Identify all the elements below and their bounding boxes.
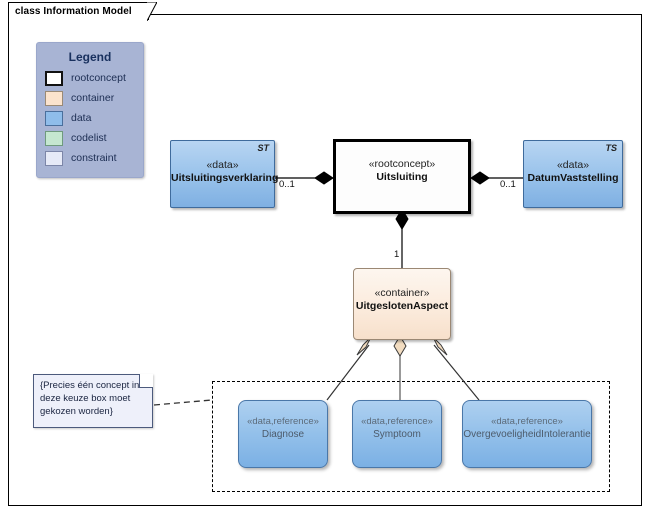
class-stereotype-uitgeslotenaspect: «container» — [374, 287, 430, 299]
multiplicity-right: 0..1 — [500, 179, 516, 190]
class-diagnose[interactable]: «data,reference» Diagnose — [238, 400, 328, 468]
legend-swatch-constraint — [45, 150, 63, 166]
choice-box — [212, 381, 610, 492]
class-tag-st: ST — [257, 143, 269, 153]
class-uitsluitingsverklaring[interactable]: ST «data» Uitsluitingsverklaring — [170, 140, 279, 208]
legend-swatch-codelist — [45, 130, 63, 146]
class-name-uitsluiting: Uitsluiting — [376, 171, 428, 183]
legend-item-constraint: constraint — [45, 149, 143, 167]
multiplicity-left: 0..1 — [279, 179, 295, 190]
class-overgevoeligheid[interactable]: «data,reference» OvergevoeligheidIntoler… — [462, 400, 592, 468]
legend-label-data: data — [71, 112, 92, 124]
class-name-datumvaststelling: DatumVaststelling — [527, 172, 619, 184]
class-tag-ts: TS — [605, 143, 617, 153]
class-uitgeslotenaspect[interactable]: «container» UitgeslotenAspect — [353, 268, 451, 340]
note-text: {Precies één concept in deze keuze box m… — [40, 380, 140, 417]
legend: Legend rootconcept container data codeli… — [36, 42, 144, 178]
legend-title: Legend — [68, 50, 112, 64]
legend-label-rootconcept: rootconcept — [71, 72, 126, 84]
class-stereotype-uitsluitingsverklaring: «data» — [206, 159, 239, 171]
diagram-title-tab: class Information Model — [8, 2, 157, 21]
class-name-symptoom: Symptoom — [373, 429, 421, 440]
constraint-note[interactable]: {Precies één concept in deze keuze box m… — [33, 374, 153, 428]
legend-item-data: data — [45, 109, 143, 127]
class-name-uitsluitingsverklaring: Uitsluitingsverklaring — [171, 172, 279, 184]
class-uitsluiting[interactable]: «rootconcept» Uitsluiting — [333, 139, 471, 214]
class-name-diagnose: Diagnose — [261, 429, 305, 440]
diagram-title: class Information Model — [15, 6, 132, 17]
legend-swatch-rootconcept — [45, 70, 63, 86]
legend-label-constraint: constraint — [71, 152, 117, 164]
multiplicity-container: 1 — [394, 249, 400, 260]
class-stereotype-symptoom: «data,reference» — [361, 416, 433, 427]
class-symptoom[interactable]: «data,reference» Symptoom — [352, 400, 442, 468]
class-stereotype-overgevoeligheid: «data,reference» — [491, 416, 563, 427]
note-fold-corner — [139, 374, 153, 388]
class-name-overgevoeligheid: OvergevoeligheidIntolerantie — [463, 429, 591, 440]
legend-swatch-container — [45, 90, 63, 106]
legend-item-codelist: codelist — [45, 129, 143, 147]
class-name-uitgeslotenaspect: UitgeslotenAspect — [355, 300, 449, 312]
legend-label-codelist: codelist — [71, 132, 107, 144]
class-stereotype-uitsluiting: «rootconcept» — [368, 158, 436, 170]
class-stereotype-diagnose: «data,reference» — [247, 416, 319, 427]
legend-label-container: container — [71, 92, 115, 104]
legend-swatch-data — [45, 110, 63, 126]
title-tab-slant — [146, 2, 157, 21]
legend-item-rootconcept: rootconcept — [45, 69, 143, 87]
class-stereotype-datumvaststelling: «data» — [556, 159, 590, 171]
legend-item-container: container — [45, 89, 143, 107]
class-datumvaststelling[interactable]: TS «data» DatumVaststelling — [523, 140, 623, 208]
